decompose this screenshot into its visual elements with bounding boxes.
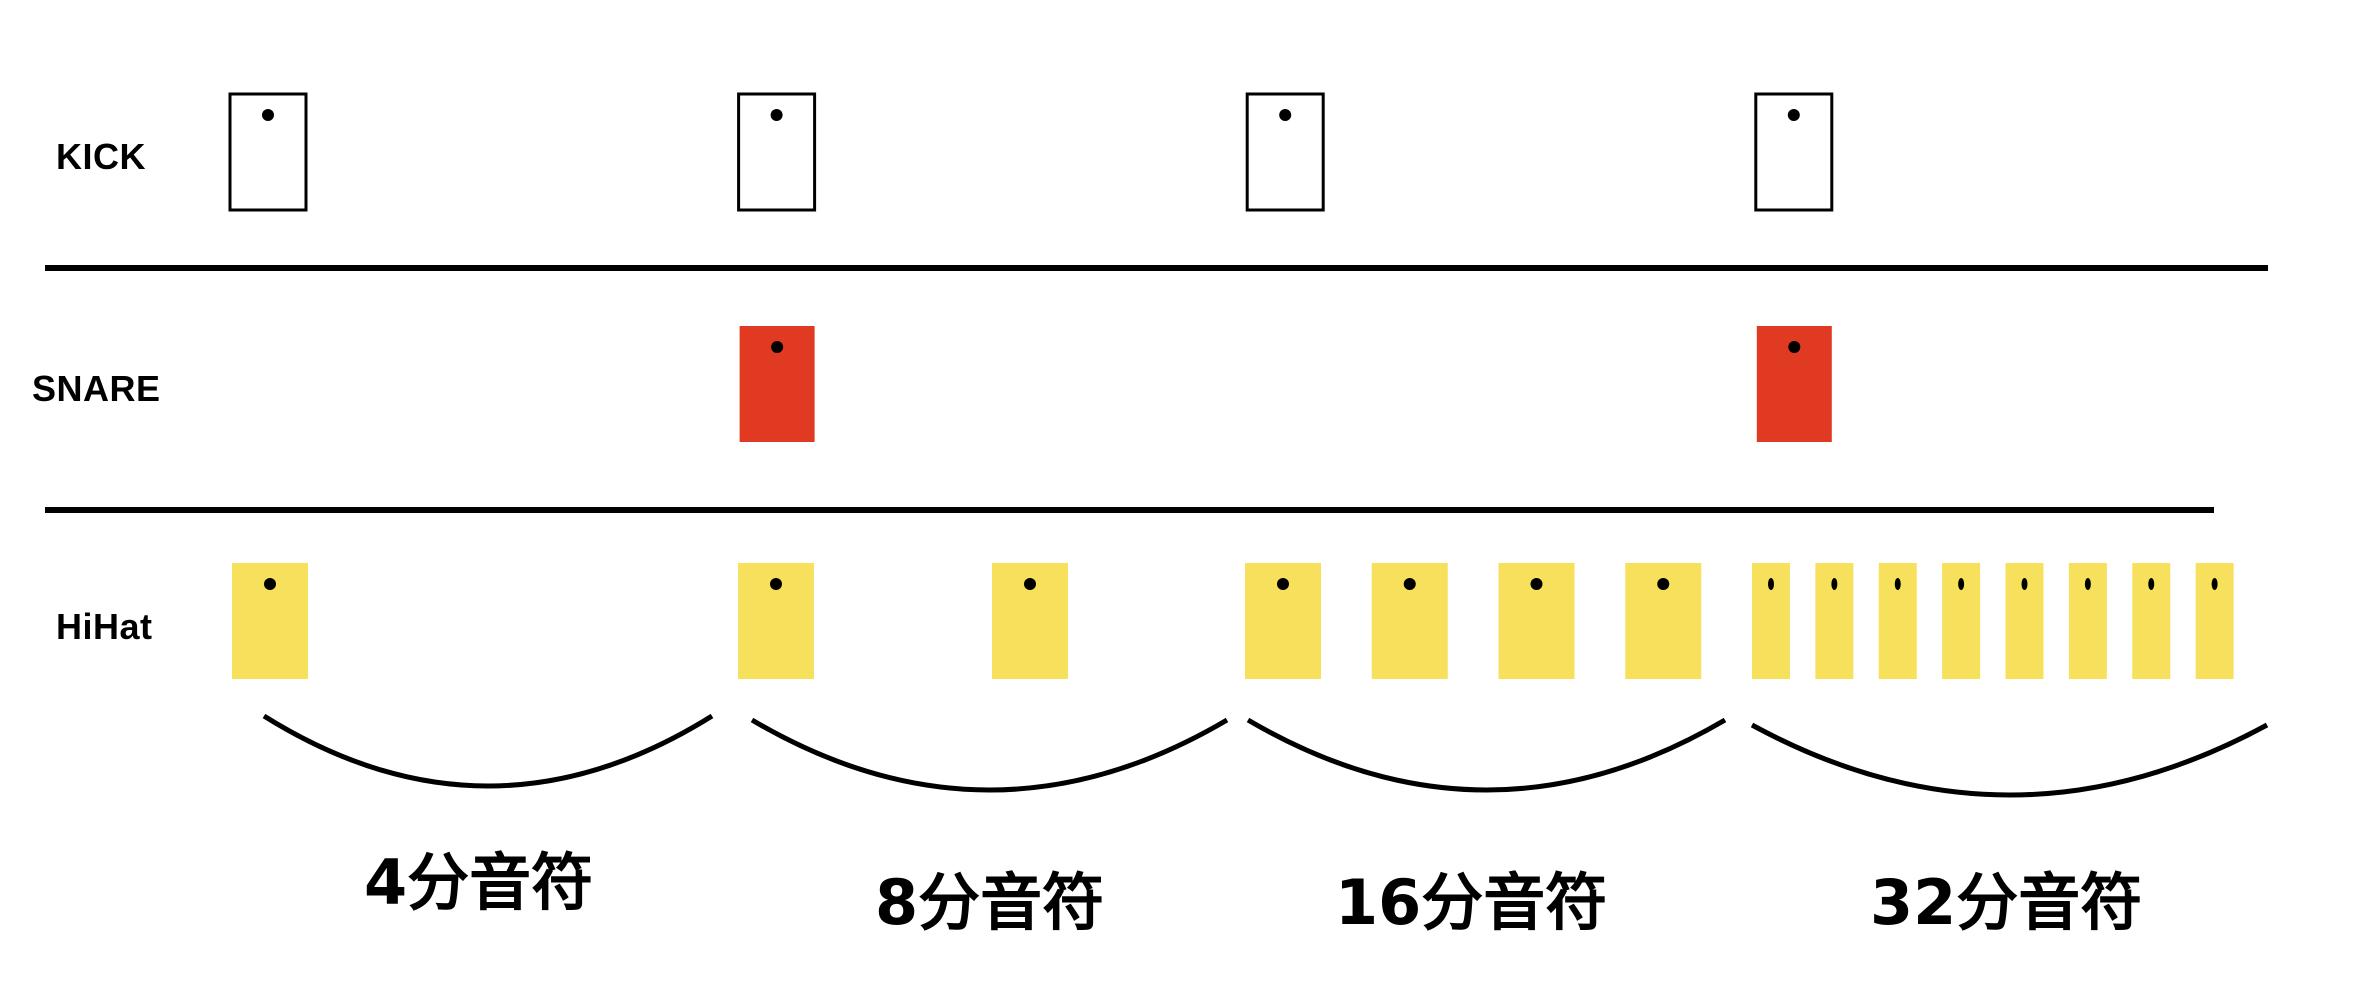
hihat-hit-9-dot [1831,578,1838,590]
kick-hit-4 [1754,92,1834,212]
hihat-hit-11-dot [1958,578,1965,590]
hihat-hit-15 [2195,563,2234,679]
snare-label: SNARE [32,368,161,409]
sixteenth-note-label: 16分音符 [1335,866,1608,939]
hihat-hit-3-dot [1024,578,1036,590]
snare-hit-2 [1756,326,1832,442]
kick-label: KICK [56,136,146,177]
eighth-note-label: 8分音符 [875,866,1105,939]
hihat-hit-3 [992,563,1068,679]
hihat-hit-4 [1245,563,1321,679]
kick-hit-2-box [737,92,817,212]
hihat-hit-14-dot [2148,578,2155,590]
group-brace-1 [262,713,714,789]
hihat-hit-15-dot [2211,578,2218,590]
group-brace-3 [1246,717,1727,793]
hihat-hit-10 [1878,563,1917,679]
hihat-hit-8 [1752,563,1790,679]
kick-hit-3-dot [1279,109,1292,121]
hihat-hit-7 [1625,563,1702,679]
group-brace-2 [750,717,1229,793]
hihat-hit-14 [2132,563,2171,679]
group-braces [262,713,2269,798]
kick-row [228,92,1834,212]
snare-hit-1 [739,326,815,442]
hihat-hit-6 [1498,563,1575,679]
hihat-hit-9 [1815,563,1854,679]
hihat-hit-6-dot [1530,578,1543,590]
hihat-hit-13 [2068,563,2107,679]
hihat-hit-2 [738,563,814,679]
hihat-hit-11 [1942,563,1981,679]
hihat-hit-10-dot [1894,578,1901,590]
hihat-hit-5 [1371,563,1448,679]
hihat-row [232,563,2234,679]
kick-hit-1-dot [262,109,274,121]
hihat-hit-7-dot [1657,578,1670,590]
hihat-hit-13-dot [2084,578,2091,590]
kick-hit-2-dot [770,109,783,121]
group-brace-4 [1750,722,2269,798]
hihat-hit-1-dot [264,578,276,590]
quarter-note-label: 4分音符 [364,846,594,919]
kick-hit-3 [1245,92,1325,212]
kick-hit-2 [737,92,817,212]
snare-hit-1-dot [771,341,784,353]
snare-row [739,326,1832,442]
hihat-hit-12 [2005,563,2044,679]
hihat-hit-1 [232,563,308,679]
kick-hit-4-dot [1787,109,1800,121]
hihat-label: HiHat [56,606,153,647]
hihat-hit-8-dot [1768,578,1774,590]
hihat-hit-12-dot [2021,578,2028,590]
snare-hit-2-dot [1788,341,1801,353]
hihat-hit-4-dot [1277,578,1289,590]
kick-hit-1 [228,92,308,212]
hihat-hit-2-dot [770,578,782,590]
thirtysecond-note-label: 32分音符 [1870,866,2143,939]
hihat-hit-5-dot [1403,578,1416,590]
